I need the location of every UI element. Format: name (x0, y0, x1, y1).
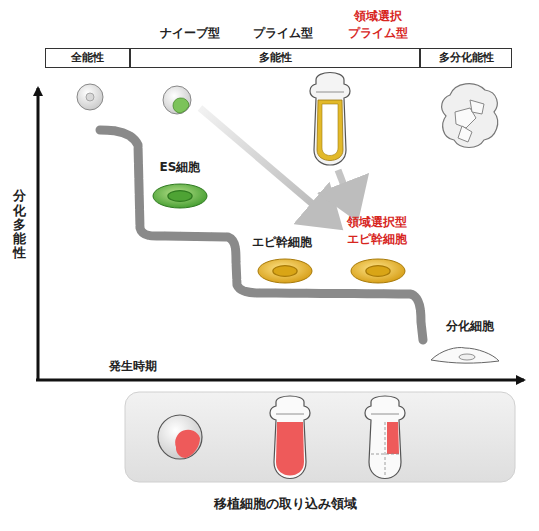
header-box: 多能性 (130, 48, 420, 68)
epi-stem-cell: エピ幹細胞 (250, 234, 314, 251)
node-text: 領域選択型 エピ幹細胞 (347, 214, 407, 249)
node-text: エピ幹細胞 (252, 234, 312, 251)
stage-label: プライム型 (253, 25, 313, 42)
caption: 移植細胞の取り込み領域 (214, 495, 357, 513)
header-box: 多分化能性 (420, 48, 512, 68)
differentiated-cell: 分化細胞 (444, 318, 496, 335)
axis-label: 発生時期 (109, 358, 157, 375)
region-epi-stem-cell: 領域選択型 エピ幹細胞 (345, 214, 409, 249)
cell-shape (254, 255, 316, 287)
es-cell: ES細胞 (158, 159, 203, 176)
cell-shape (347, 255, 409, 287)
node-text: 全能性 (71, 50, 104, 66)
node-text: 分化細胞 (446, 318, 494, 335)
axis-label: 分化多能性 (13, 189, 26, 260)
stage-label: 領域選択 プライム型 (348, 8, 408, 43)
cell-shape (427, 344, 503, 368)
node-text: 多分化能性 (439, 50, 494, 66)
node-text: ES細胞 (160, 159, 201, 176)
cell-shape (149, 180, 211, 212)
header-box: 全能性 (45, 48, 130, 68)
node-text: 多能性 (259, 50, 292, 66)
stage-label: ナイーブ型 (160, 25, 220, 42)
